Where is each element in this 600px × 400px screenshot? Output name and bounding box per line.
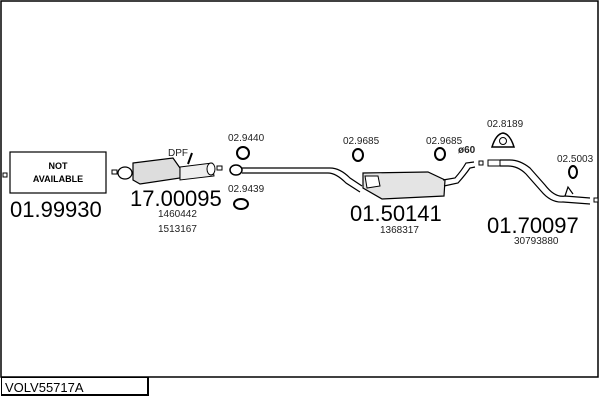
- oem-number: 1460442: [158, 209, 197, 220]
- not-available-line1: NOT: [49, 161, 69, 171]
- accessory-number: 02.9685: [426, 136, 463, 147]
- dpf-body: [132, 157, 181, 185]
- dpf-label: DPF: [168, 148, 188, 159]
- accessory-02-9439[interactable]: 02.9439: [228, 184, 265, 210]
- accessory-02-9685[interactable]: 02.9685: [426, 136, 463, 161]
- pipe-diameter: ø60: [458, 145, 476, 156]
- oem-number: 1368317: [380, 225, 419, 236]
- accessory-02-5003[interactable]: 02.5003: [557, 154, 594, 179]
- part-01-70097[interactable]: 01.70097 30793880: [487, 159, 599, 247]
- reference-code: VOLV55717A: [1, 377, 149, 396]
- not-available-box: [9, 151, 107, 194]
- dpf-flange: [117, 166, 133, 180]
- accessory-02-9440[interactable]: 02.9440: [228, 133, 265, 160]
- accessory-02-9685[interactable]: 02.9685: [343, 136, 380, 162]
- part-17-00095[interactable]: DPF 17.00095 1460442 1513167: [111, 148, 223, 235]
- part-number: 17.00095: [130, 186, 222, 211]
- accessory-number: 02.5003: [557, 154, 594, 165]
- part-number: 01.70097: [487, 213, 579, 238]
- oem-number: 30793880: [514, 236, 559, 247]
- part-number: 01.99930: [10, 197, 102, 222]
- part-01-50141[interactable]: 01.50141 1368317 ø60: [229, 145, 484, 236]
- accessory-number: 02.9685: [343, 136, 380, 147]
- accessory-number: 02.9439: [228, 184, 265, 195]
- accessory-number: 02.9440: [228, 133, 265, 144]
- part-01-99930[interactable]: NOT AVAILABLE 01.99930: [2, 151, 107, 222]
- not-available-line2: AVAILABLE: [33, 174, 83, 184]
- silencer-body: [362, 171, 446, 200]
- accessory-02-8189[interactable]: 02.8189: [487, 119, 524, 148]
- oem-number: 1513167: [158, 224, 197, 235]
- accessory-number: 02.8189: [487, 119, 524, 130]
- diagram-frame: [0, 0, 599, 378]
- part-number: 01.50141: [350, 201, 442, 226]
